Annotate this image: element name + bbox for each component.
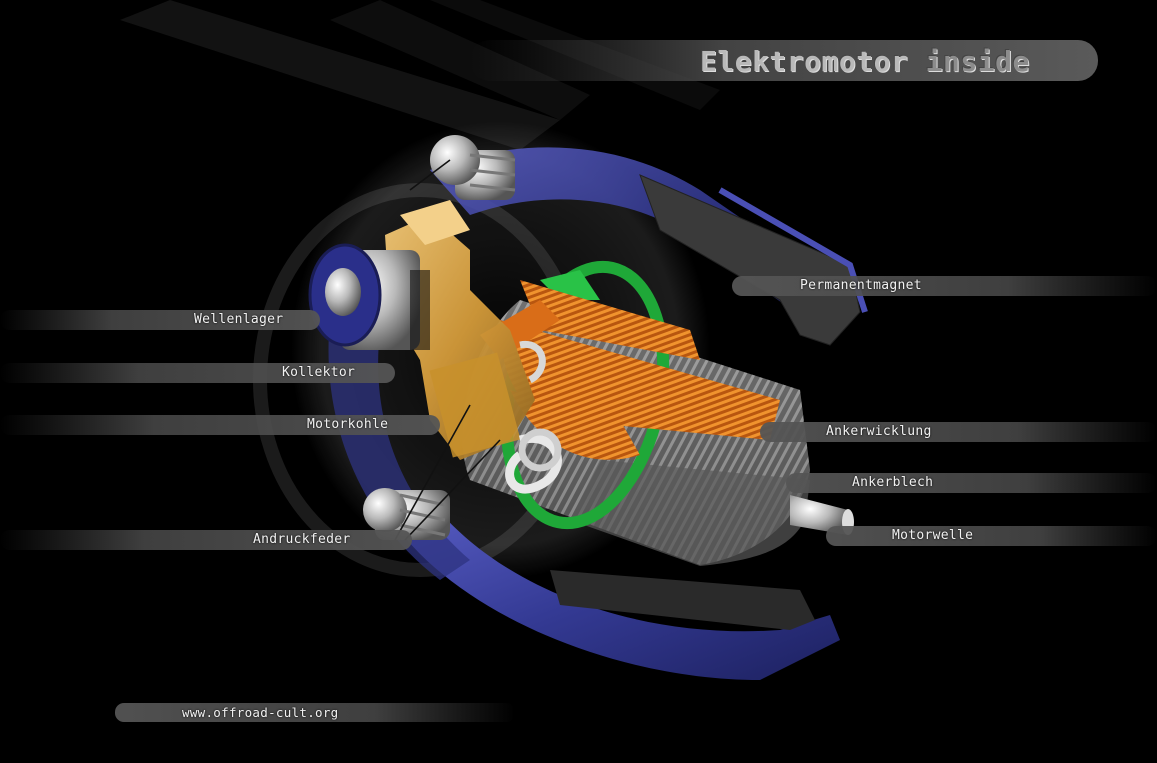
label-motorkohle: Motorkohle xyxy=(307,417,389,432)
title-suffix: inside xyxy=(925,45,1030,78)
label-permanentmagnet: Permanentmagnet xyxy=(800,278,922,293)
bottom-screw xyxy=(363,488,450,540)
bar-andruckfeder xyxy=(0,530,412,550)
label-kollektor: Kollektor xyxy=(282,365,356,380)
shaft-bearing xyxy=(308,243,430,350)
bar-kollektor xyxy=(0,363,395,383)
page-title: Elektromotor inside xyxy=(700,45,1030,78)
label-andruckfeder: Andruckfeder xyxy=(253,532,351,547)
title-main: Elektromotor xyxy=(700,45,909,78)
label-ankerwicklung: Ankerwicklung xyxy=(826,424,932,439)
pressure-spring xyxy=(505,341,562,494)
label-ankerblech: Ankerblech xyxy=(852,475,934,490)
bar-motorwelle xyxy=(826,526,1157,546)
title-bar xyxy=(470,40,1098,81)
leader-lines xyxy=(394,159,501,541)
bar-wellenlager xyxy=(0,310,320,330)
bar-ankerwicklung xyxy=(760,422,1157,442)
label-wellenlager: Wellenlager xyxy=(194,312,284,327)
bar-permanentmagnet xyxy=(732,276,1157,296)
label-motorwelle: Motorwelle xyxy=(892,528,974,543)
top-screw xyxy=(430,135,516,200)
bar-motorkohle xyxy=(0,415,440,435)
footer-url[interactable]: www.offroad-cult.org xyxy=(182,705,339,720)
bar-ankerblech xyxy=(786,473,1157,493)
permanent-magnet xyxy=(328,147,868,680)
bar-url xyxy=(115,703,515,722)
